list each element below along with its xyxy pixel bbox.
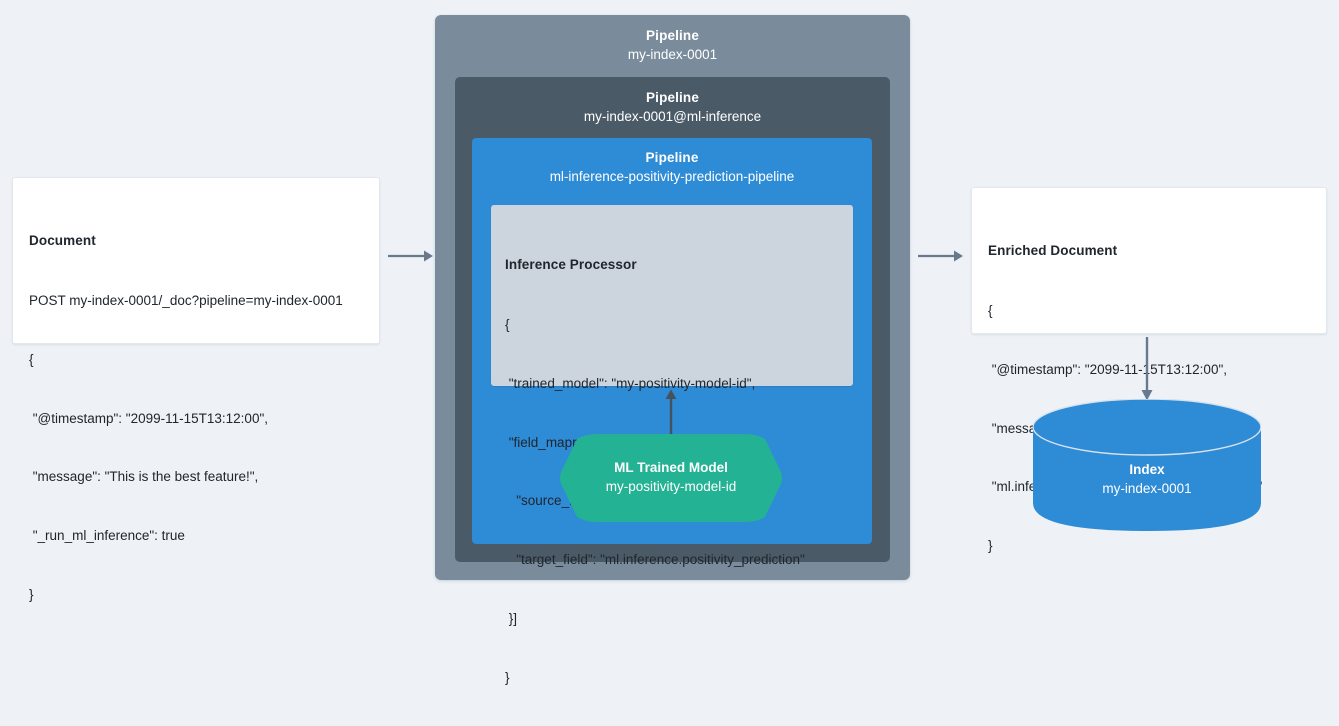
pipeline-outer-label-title: Pipeline (646, 28, 699, 43)
arrow-enriched-document-to-index (1139, 337, 1155, 406)
enriched-document-card: Enriched Document { "@timestamp": "2099-… (971, 187, 1327, 553)
pipeline-outer-box: Pipeline my-index-0001 Pipeline my-index… (435, 15, 910, 685)
inference-processor-line-4: "target_field": "ml.inference.positivity… (505, 552, 805, 568)
pipeline-outer-label-name: my-index-0001 (627, 46, 718, 62)
inference-processor-panel: Inference Processor { "trained_model": "… (491, 205, 853, 685)
pipeline-outer-label: Pipeline my-index-0001 (435, 15, 910, 64)
inference-processor-title: Inference Processor (505, 257, 637, 273)
pipeline-mid-label-title: Pipeline (646, 90, 699, 105)
arrow-pipeline-to-enriched-document (918, 248, 964, 269)
index-cylinder: Index my-index-0001 (1033, 399, 1261, 531)
pipeline-inner-label: Pipeline ml-inference-positivity-predict… (472, 138, 872, 186)
pipeline-inner-box: Pipeline ml-inference-positivity-predict… (472, 138, 872, 685)
input-document-line-3: "message": "This is the best feature!", (29, 469, 259, 485)
inference-processor-line-5: }] (505, 610, 518, 626)
pipeline-inner-label-title: Pipeline (645, 150, 699, 165)
ml-trained-model-shape: ML Trained Model my-positivity-model-id (557, 434, 785, 522)
enriched-document-line-0: { (988, 302, 993, 318)
inference-processor-line-1: "trained_model": "my-positivity-model-id… (505, 375, 756, 391)
input-document-line-5: } (29, 586, 34, 602)
enriched-document-line-4: } (988, 538, 993, 554)
arrow-ml-model-to-inference-processor (663, 389, 679, 441)
input-document-line-1: { (29, 351, 34, 367)
arrow-document-to-pipeline (388, 248, 434, 269)
pipeline-mid-box: Pipeline my-index-0001@ml-inference Pipe… (455, 77, 890, 685)
pipeline-mid-label-name: my-index-0001@ml-inference (583, 108, 762, 124)
input-document-line-0: POST my-index-0001/_doc?pipeline=my-inde… (29, 292, 343, 308)
input-document-title: Document (29, 233, 96, 249)
input-document-line-4: "_run_ml_inference": true (29, 528, 185, 544)
pipeline-inner-label-name: ml-inference-positivity-prediction-pipel… (549, 168, 795, 184)
inference-processor-line-0: { (505, 316, 510, 332)
pipeline-mid-label: Pipeline my-index-0001@ml-inference (455, 77, 890, 126)
diagram-canvas: Document POST my-index-0001/_doc?pipelin… (12, 15, 1327, 685)
input-document-card: Document POST my-index-0001/_doc?pipelin… (12, 177, 380, 602)
input-document-line-2: "@timestamp": "2099-11-15T13:12:00", (29, 410, 268, 426)
inference-processor-line-6: } (505, 669, 510, 685)
enriched-document-line-1: "@timestamp": "2099-11-15T13:12:00", (988, 361, 1227, 377)
enriched-document-title: Enriched Document (988, 243, 1118, 259)
